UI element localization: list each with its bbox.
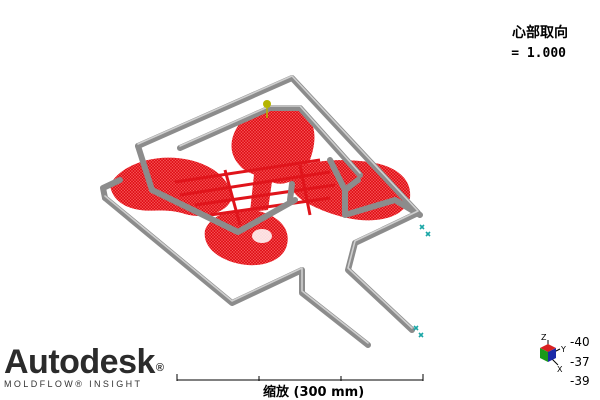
cooling-channels [100,75,423,348]
injection-location-marker[interactable] [263,100,271,118]
logo-main-text: Autodesk [4,343,155,381]
coolant-outlet-marker[interactable] [413,325,424,338]
orientation-triad-icon[interactable]: Z Y X [540,333,566,374]
result-value: = 1.000 [511,46,566,61]
triad-axis-y: Y [560,345,566,354]
scale-label: 缩放 (300 mm) [263,385,365,400]
triad-value-2: -37 [570,355,590,369]
triad-value-3: -39 [570,374,590,388]
logo-registered-mark: ® [155,362,164,374]
cooling-channels-highlight [104,75,419,344]
autodesk-logo: Autodesk® MOLDFLOW® INSIGHT [4,344,164,389]
triad-value-1: -40 [570,335,590,349]
scale-bar [176,374,424,381]
coolant-inlet-marker[interactable] [419,224,431,237]
triad-axis-x: X [557,365,563,374]
triad-axis-z: Z [541,333,547,342]
logo-subtitle: MOLDFLOW® INSIGHT [4,379,143,389]
result-title: 心部取向 [512,25,568,41]
